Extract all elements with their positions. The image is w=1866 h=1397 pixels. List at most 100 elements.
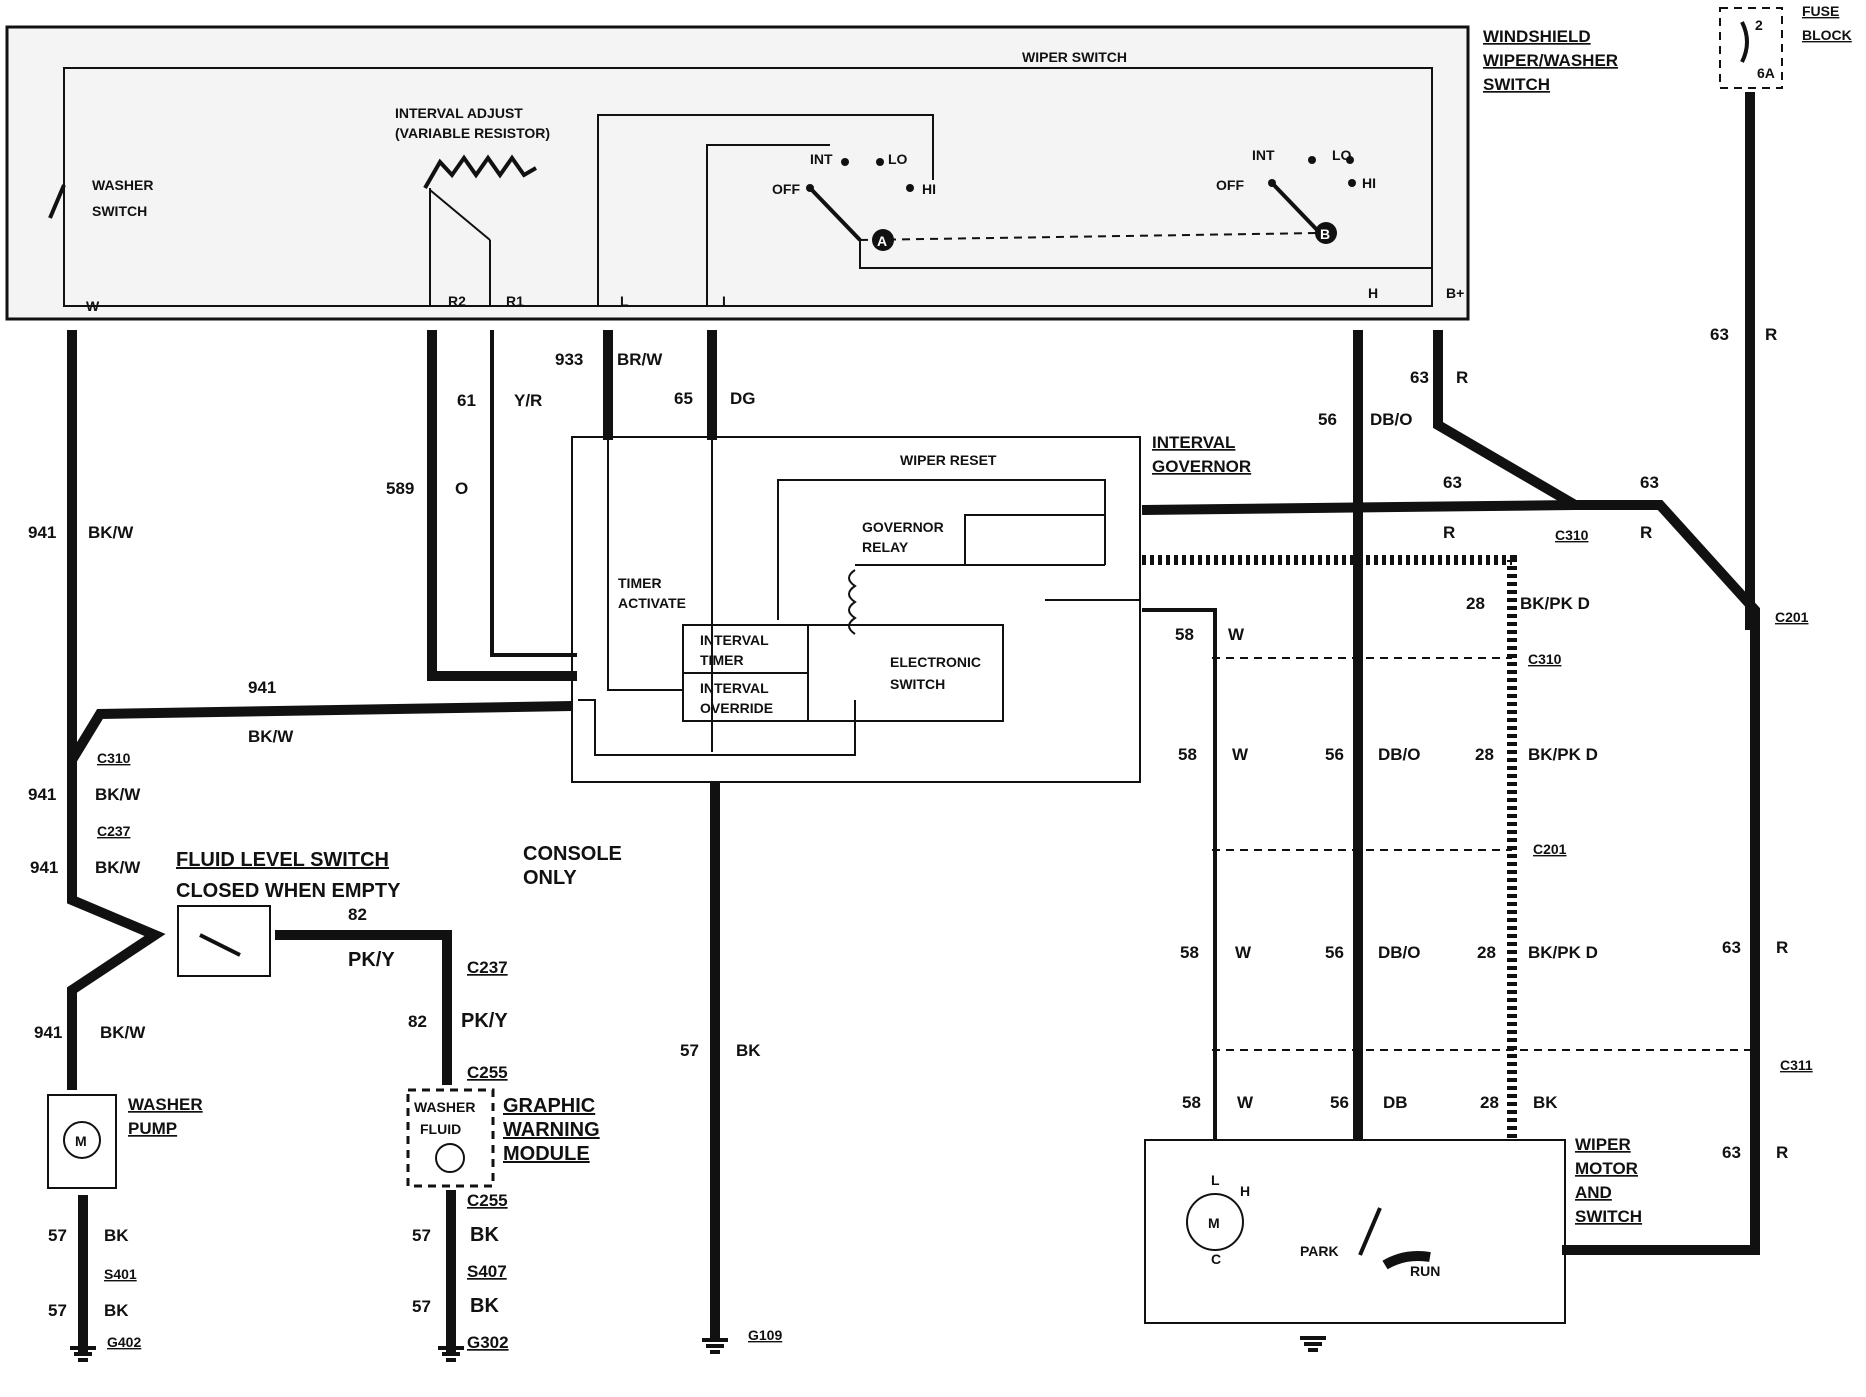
contact-b-label: B [1320,226,1330,242]
wire-58 [1142,608,1217,1140]
color-r-b: R [1443,523,1455,542]
gwm-label2: WARNING [503,1119,600,1141]
circuit-28-a: 28 [1466,594,1485,613]
connector-s401: S401 [104,1266,137,1282]
washer-switch-label1: WASHER [92,177,153,193]
fluid-level-switch: FLUID LEVEL SWITCH CLOSED WHEN EMPTY [176,849,401,977]
terminal-r1: R1 [506,293,524,309]
interval-timer-label1: INTERVAL [700,632,769,648]
connector-c201-right: C201 [1533,841,1567,857]
wire-63-switch [1433,330,1760,1255]
hi-label-b: HI [1362,175,1376,191]
connector-c255-top: C255 [467,1063,508,1082]
wire-61 [490,330,577,657]
fuse-block-label2: BLOCK [1802,27,1852,43]
electronic-switch-label1: ELECTRONIC [890,654,981,670]
circuit-589: 589 [386,479,414,498]
connector-c255-bottom: C255 [467,1191,508,1210]
circuit-65: 65 [674,389,693,408]
circuit-28-d: 28 [1480,1093,1499,1112]
circuit-58-a: 58 [1175,625,1194,644]
pump-motor-m: M [75,1133,87,1149]
color-bk-module-b: BK [470,1295,499,1317]
motor-terminal-c: C [1211,1251,1221,1267]
terminal-h: H [1368,285,1378,301]
washer-pump-label1: WASHER [128,1095,203,1114]
off-label-b: OFF [1216,177,1244,193]
circuit-63-f: 63 [1722,1143,1741,1162]
color-bkpkd-a: BK/PK D [1520,594,1590,613]
terminal-bplus: B+ [1446,285,1464,301]
color-bkpkd-c: BK/PK D [1528,943,1598,962]
wire-941 [67,330,166,1090]
connector-c310-governor: C310 [1555,527,1589,543]
timer-activate-label2: ACTIVATE [618,595,686,611]
console-only-label2: ONLY [523,867,577,889]
circuit-56-b: 56 [1325,745,1344,764]
color-pky-b: PK/Y [461,1010,508,1032]
wire-589 [427,330,577,681]
fuse-amps: 6A [1757,65,1775,81]
circuit-933: 933 [555,350,583,369]
switch-title-line3: SWITCH [1483,75,1550,94]
color-bkw-d: BK/W [100,1023,146,1042]
interval-governor-label2: GOVERNOR [1152,457,1251,476]
interval-governor-label1: INTERVAL [1152,433,1235,452]
fuse-block: 2 6A FUSE BLOCK [1719,3,1852,89]
terminal-i: I [722,293,726,309]
wire-941-branch [67,701,573,763]
circuit-57-g109: 57 [680,1041,699,1060]
wiper-switch-contacts: A B INT LO OFF HI INT LO OFF HI [597,114,1432,305]
color-w-a: W [1228,625,1245,644]
color-bkw-b: BK/W [95,785,141,804]
gwm-label1: GRAPHIC [503,1095,595,1117]
color-w-c: W [1235,943,1252,962]
run-label: RUN [1410,1263,1440,1279]
wiper-motor-label2: MOTOR [1575,1159,1638,1178]
circuit-58-c: 58 [1180,943,1199,962]
color-bk-g109: BK [736,1041,761,1060]
fluid-level-label1: FLUID LEVEL SWITCH [176,849,389,871]
circuit-28-c: 28 [1477,943,1496,962]
circuit-58-b: 58 [1178,745,1197,764]
color-brw: BR/W [617,350,663,369]
wiper-motor-label4: SWITCH [1575,1207,1642,1226]
circuit-941-a: 941 [28,523,56,542]
color-bk-pump-a: BK [104,1226,129,1245]
contact-a-label: A [877,233,887,249]
color-w-d: W [1237,1093,1254,1112]
connector-c310-left: C310 [97,750,131,766]
wiper-motor-m: M [1208,1215,1220,1231]
wiper-reset-label: WIPER RESET [900,452,997,468]
color-dbo-c: DB/O [1378,943,1421,962]
color-w-b: W [1232,745,1249,764]
ground-symbols [70,1336,1326,1362]
wiper-switch-label: WIPER SWITCH [1022,49,1127,65]
color-bk-28: BK [1533,1093,1558,1112]
color-r-d: R [1765,325,1777,344]
washer-switch: WASHER SWITCH [48,177,153,305]
color-dbo-b: DB/O [1378,745,1421,764]
circuit-82-a: 82 [348,905,367,924]
interval-governor: INTERVAL GOVERNOR WIPER RESET GOVERNOR R… [571,433,1251,783]
governor-relay-label2: RELAY [862,539,909,555]
int-label-a: INT [810,151,833,167]
interval-override-label1: INTERVAL [700,680,769,696]
wiper-motor-label1: WIPER [1575,1135,1631,1154]
circuit-941-d: 941 [34,1023,62,1042]
fuse-number: 2 [1755,17,1763,33]
graphic-warning-module: WASHER FLUID GRAPHIC WARNING MODULE [406,1088,600,1188]
gwm-label3: MODULE [503,1143,590,1165]
connector-g109: G109 [748,1327,782,1343]
interval-timer-label2: TIMER [700,652,744,668]
console-only-label1: CONSOLE [523,843,622,865]
color-bkpkd-b: BK/PK D [1528,745,1598,764]
int-label-b: INT [1252,147,1275,163]
color-dbo-a: DB/O [1370,410,1413,429]
circuit-61: 61 [457,391,476,410]
washer-switch-label2: SWITCH [92,203,147,219]
lo-label-b: LO [1332,147,1352,163]
color-db: DB [1383,1093,1408,1112]
